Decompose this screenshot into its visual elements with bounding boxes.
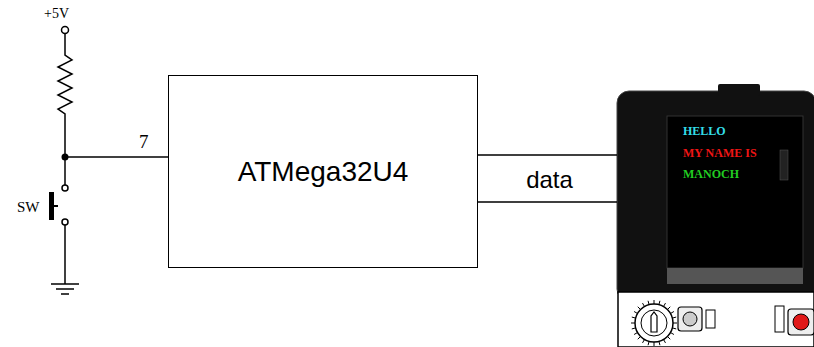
chip-name: ATMega32U4 bbox=[238, 156, 409, 188]
reset-button bbox=[788, 309, 814, 335]
ground-symbol bbox=[56, 288, 74, 290]
lcd-cap bbox=[718, 84, 760, 96]
lcd-strip bbox=[667, 268, 803, 284]
resistor-symbol bbox=[58, 34, 72, 158]
rotary-knob bbox=[631, 300, 677, 346]
switch-label: SW bbox=[17, 199, 40, 216]
push-button bbox=[683, 312, 697, 326]
lcd-module: HELLO MY NAME IS MANOCH bbox=[617, 91, 814, 284]
supply-terminal bbox=[62, 27, 69, 34]
screen-text: HELLO bbox=[683, 124, 726, 139]
data-bus bbox=[478, 155, 617, 202]
pushbutton-symbol bbox=[54, 205, 58, 207]
button-marking bbox=[706, 310, 715, 328]
ground-symbol bbox=[61, 293, 69, 295]
switch-contact bbox=[62, 219, 68, 225]
lcd-side-mark bbox=[780, 150, 788, 180]
switch-contact bbox=[62, 185, 68, 191]
supply-label: +5V bbox=[44, 6, 69, 22]
lcd-body bbox=[617, 91, 814, 301]
button-marking bbox=[775, 306, 784, 332]
ground-symbol bbox=[51, 283, 79, 285]
pin-wire bbox=[65, 156, 168, 158]
pushbutton-symbol bbox=[49, 192, 54, 220]
push-button bbox=[678, 307, 702, 331]
bus-label: data bbox=[526, 166, 573, 194]
reset-button bbox=[793, 314, 809, 330]
screen-text: MY NAME IS bbox=[683, 146, 757, 161]
mcu-box: ATMega32U4 bbox=[168, 75, 478, 268]
pin-number: 7 bbox=[139, 131, 149, 153]
lcd-screen bbox=[667, 116, 803, 268]
switch-wire bbox=[64, 157, 66, 185]
ground-wire bbox=[64, 225, 66, 284]
pcb-board bbox=[618, 292, 814, 347]
screen-text: MANOCH bbox=[683, 167, 739, 182]
